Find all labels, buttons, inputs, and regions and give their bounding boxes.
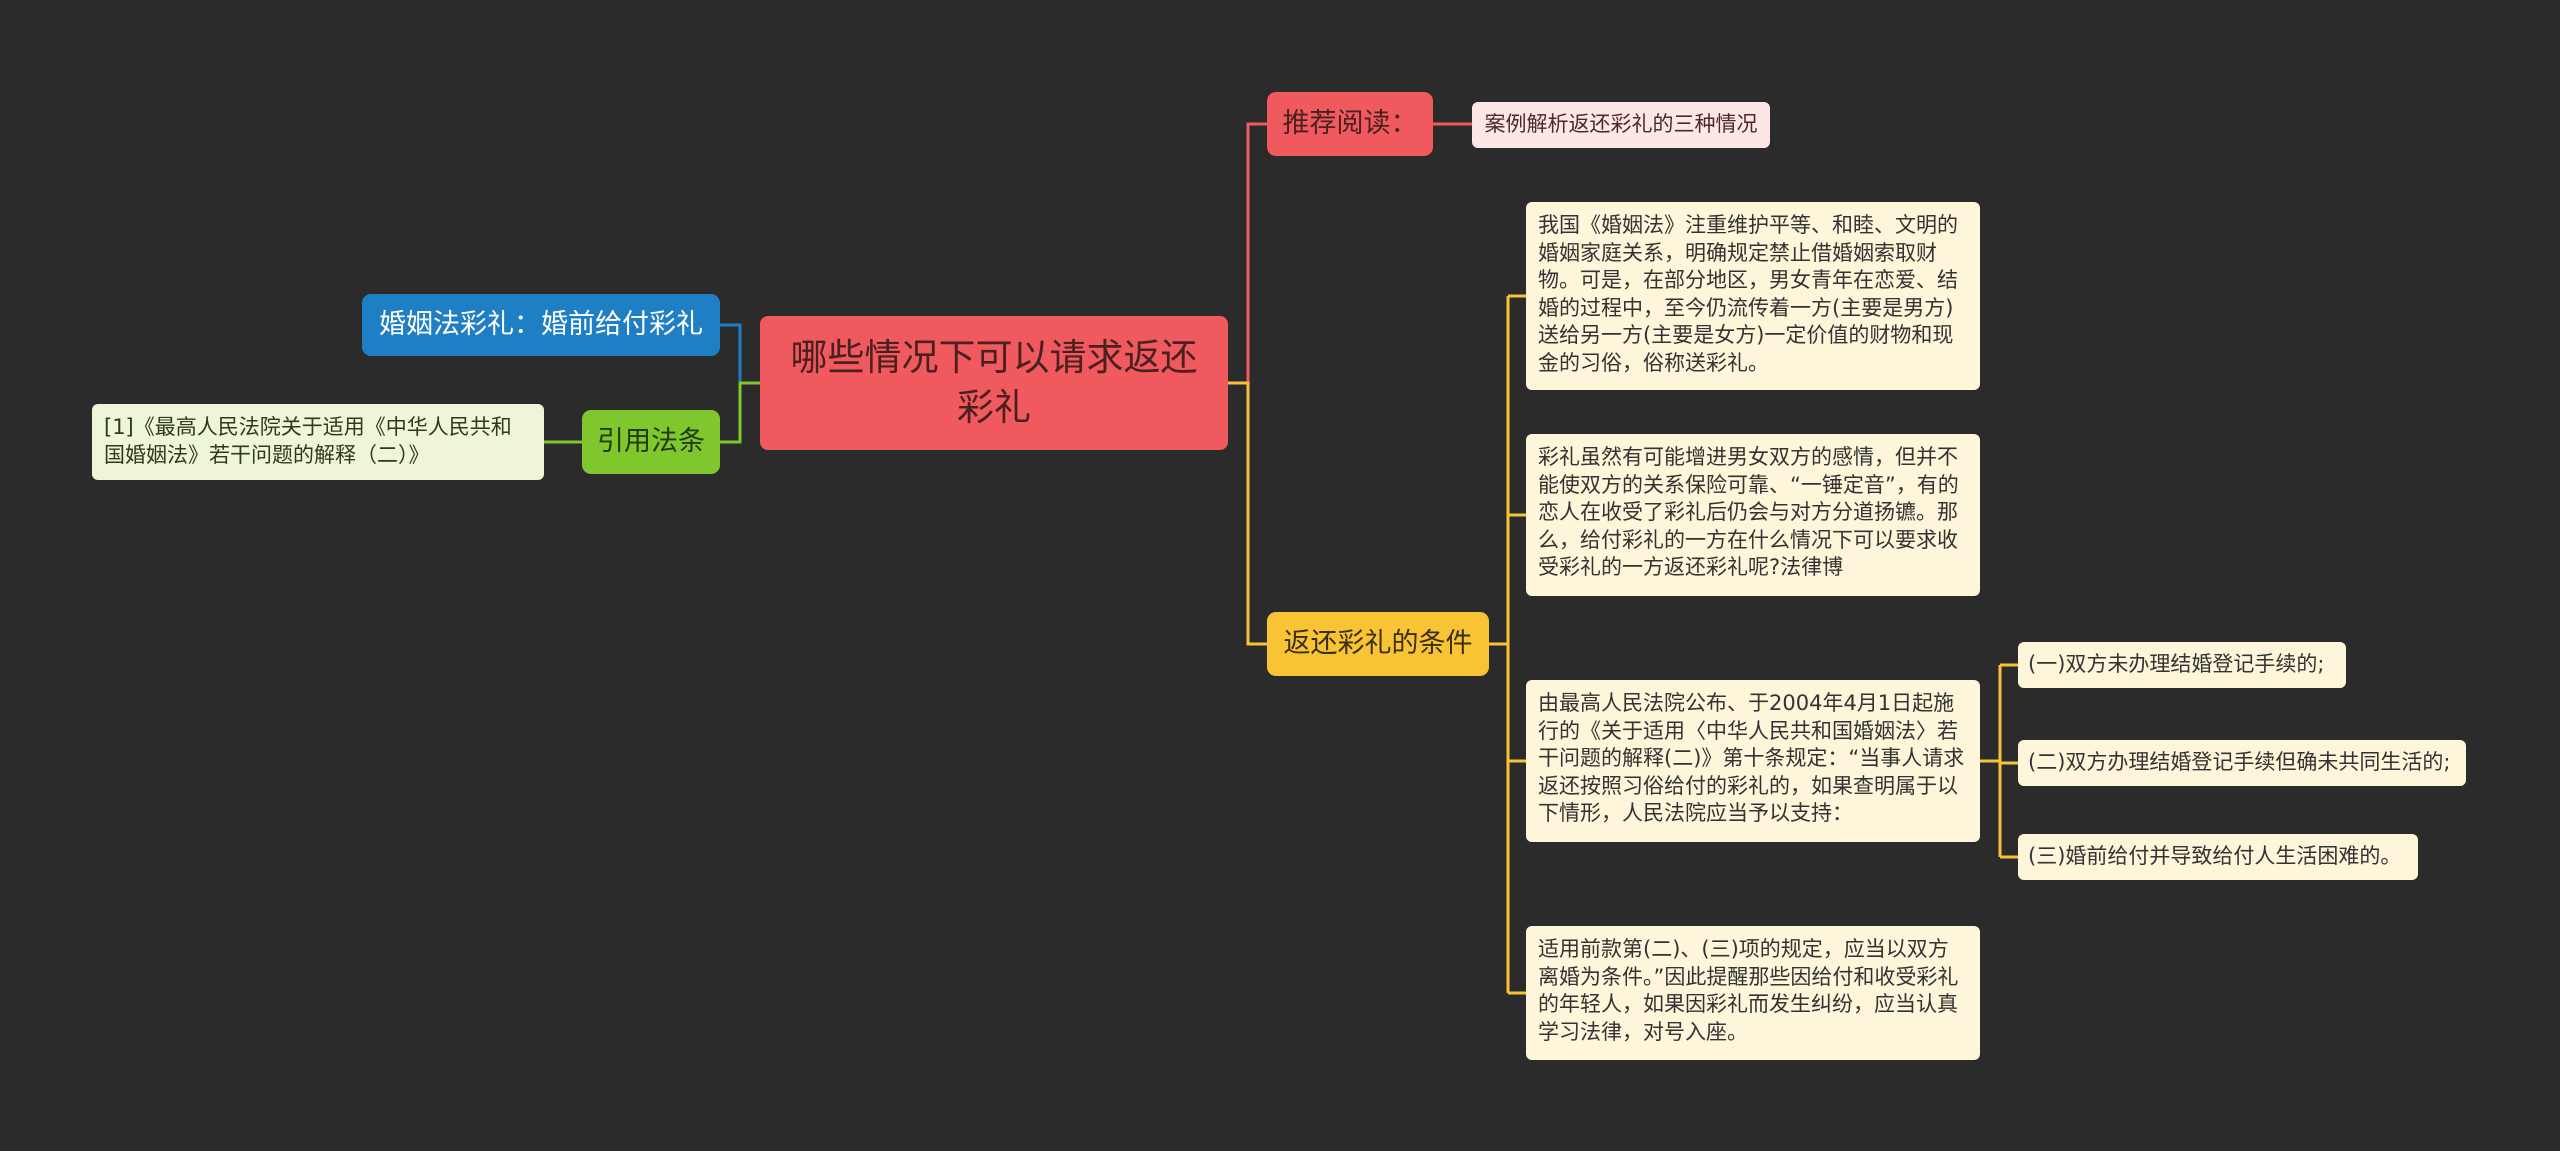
link-text3-situations xyxy=(1980,663,2018,859)
return-conditions-node[interactable]: 返还彩礼的条件 xyxy=(1267,612,1489,676)
condition-text-3[interactable]: 由最高人民法院公布、于2004年4月1日起施行的《关于适用〈中华人民共和国婚姻法… xyxy=(1526,680,1980,842)
cited-law-node[interactable]: 引用法条 xyxy=(582,410,720,474)
condition-text-2-content: 彩礼虽然有可能增进男女双方的感情，但并不能使双方的关系保险可靠、“一锤定音”，有… xyxy=(1538,445,1959,579)
situation-item-3-label: (三)婚前给付并导致给付人生活困难的。 xyxy=(2028,844,2402,869)
recommended-article-link[interactable]: 案例解析返还彩礼的三种情况 xyxy=(1472,102,1770,148)
link-root-recommend xyxy=(1228,122,1267,385)
recommended-article-label: 案例解析返还彩礼的三种情况 xyxy=(1484,112,1758,137)
situation-item-1[interactable]: (一)双方未办理结婚登记手续的; xyxy=(2018,642,2346,688)
condition-text-4-content: 适用前款第(二)、(三)项的规定，应当以双方离婚为条件。”因此提醒那些因给付和收… xyxy=(1538,937,1959,1044)
situation-item-1-label: (一)双方未办理结婚登记手续的; xyxy=(2028,652,2325,677)
situation-item-2-label: (二)双方办理结婚登记手续但确未共同生活的; xyxy=(2028,750,2451,775)
cited-law-label: 引用法条 xyxy=(597,426,705,457)
cited-law-reference-text: [1]《最高人民法院关于适用《中华人民共和国婚姻法》若干问题的解释（二）》 xyxy=(104,415,512,467)
marriage-law-bride-price-node[interactable]: 婚姻法彩礼：婚前给付彩礼 xyxy=(362,294,720,356)
marriage-law-bride-price-label: 婚姻法彩礼：婚前给付彩礼 xyxy=(379,309,703,340)
link-root-law xyxy=(720,323,760,385)
recommend-reading-node[interactable]: 推荐阅读： xyxy=(1267,92,1433,156)
root-topic[interactable]: 哪些情况下可以请求返还彩礼 xyxy=(760,316,1228,450)
condition-text-2[interactable]: 彩礼虽然有可能增进男女双方的感情，但并不能使双方的关系保险可靠、“一锤定音”，有… xyxy=(1526,434,1980,596)
link-conditions-texts xyxy=(1489,294,1526,995)
link-root-conditions xyxy=(1228,381,1267,646)
root-topic-label: 哪些情况下可以请求返还彩礼 xyxy=(790,336,1198,429)
link-root-cite xyxy=(720,381,760,444)
situation-item-2[interactable]: (二)双方办理结婚登记手续但确未共同生活的; xyxy=(2018,740,2466,786)
condition-text-4[interactable]: 适用前款第(二)、(三)项的规定，应当以双方离婚为条件。”因此提醒那些因给付和收… xyxy=(1526,926,1980,1060)
recommend-reading-label: 推荐阅读： xyxy=(1282,108,1418,139)
situation-item-3[interactable]: (三)婚前给付并导致给付人生活困难的。 xyxy=(2018,834,2418,880)
condition-text-3-content: 由最高人民法院公布、于2004年4月1日起施行的《关于适用〈中华人民共和国婚姻法… xyxy=(1538,691,1965,825)
cited-law-reference[interactable]: [1]《最高人民法院关于适用《中华人民共和国婚姻法》若干问题的解释（二）》 xyxy=(92,404,544,480)
return-conditions-label: 返还彩礼的条件 xyxy=(1283,628,1473,659)
condition-text-1[interactable]: 我国《婚姻法》注重维护平等、和睦、文明的婚姻家庭关系，明确规定禁止借婚姻索取财物… xyxy=(1526,202,1980,390)
condition-text-1-content: 我国《婚姻法》注重维护平等、和睦、文明的婚姻家庭关系，明确规定禁止借婚姻索取财物… xyxy=(1538,213,1958,375)
